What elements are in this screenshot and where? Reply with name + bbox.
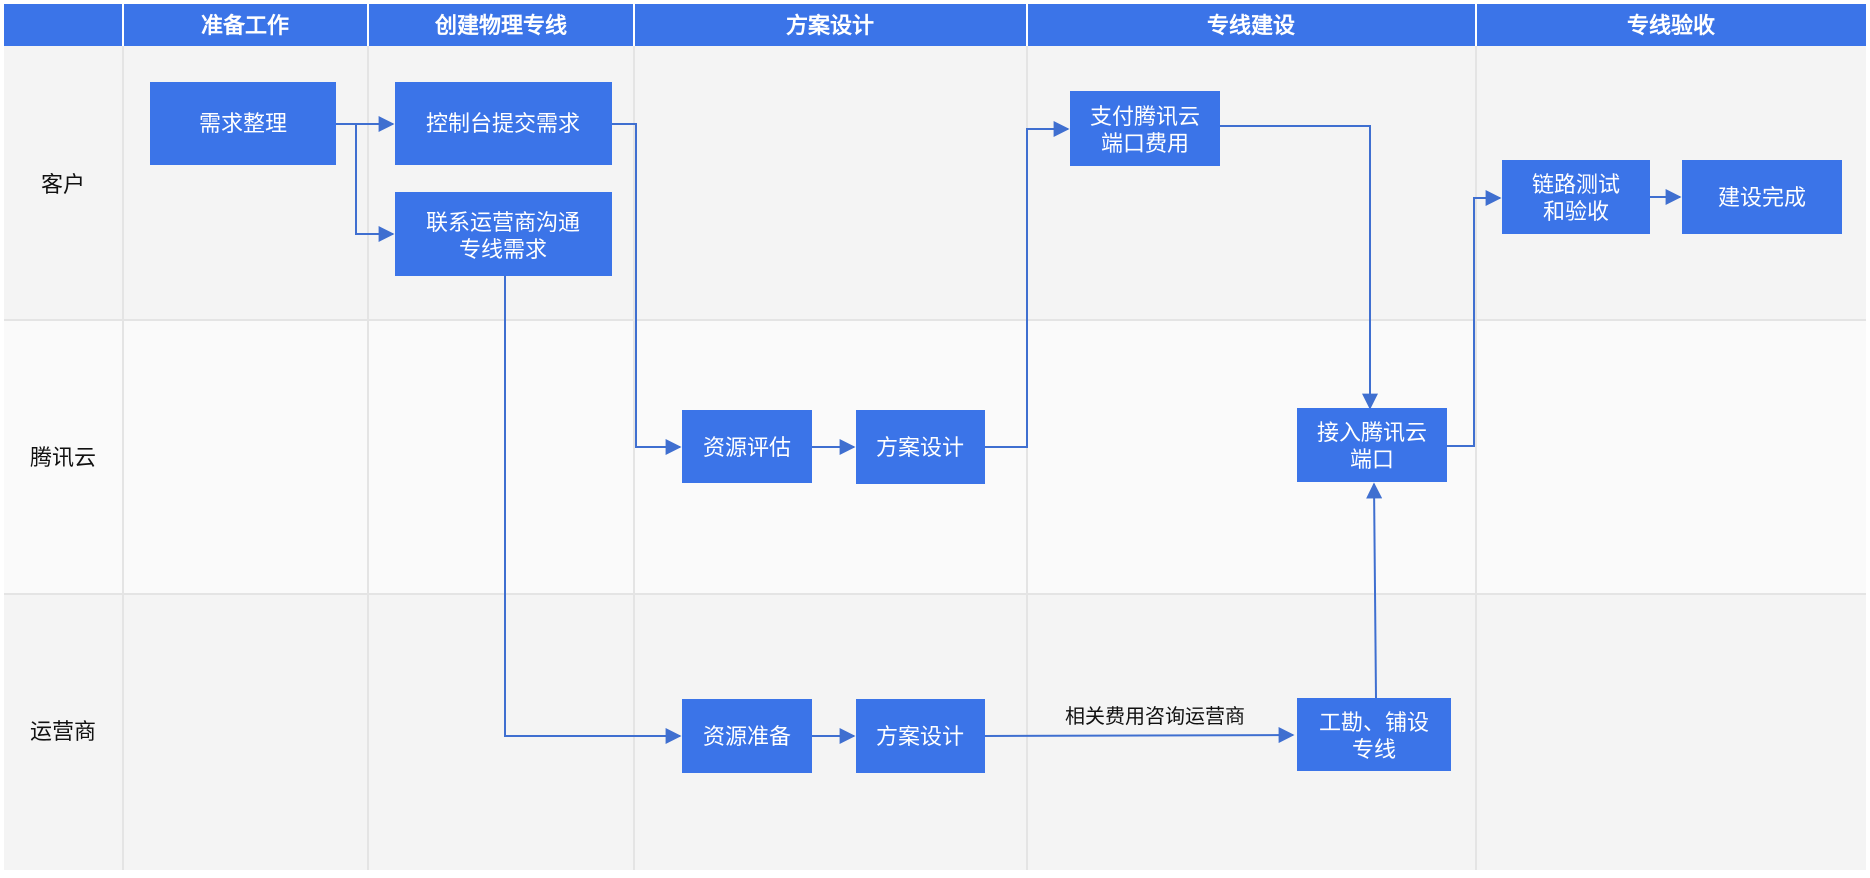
edge-n4-n9 <box>1220 125 1378 410</box>
edges: 相关费用咨询运营商 <box>336 116 1682 744</box>
edge-n3-n10 <box>504 276 682 744</box>
node-label: 方案设计 <box>876 436 964 461</box>
lane-label-carrier: 运营商 <box>30 720 96 745</box>
header-corner-cell <box>4 4 122 46</box>
node-label: 专线 <box>1352 738 1396 763</box>
node-label: 方案设计 <box>876 725 964 750</box>
node-solution-design-carrier: 方案设计 <box>856 699 985 773</box>
node-console-submit: 控制台提交需求 <box>395 82 612 165</box>
node-label: 资源准备 <box>703 725 791 750</box>
edge-n2-n7 <box>612 123 682 455</box>
edge-n9-n5 <box>1446 190 1502 447</box>
node-label: 工勘、铺设 <box>1319 711 1429 736</box>
column-header-cell <box>1028 4 1475 46</box>
node-label: 控制台提交需求 <box>426 112 580 137</box>
column-header-cell <box>124 4 367 46</box>
edge-n1-n3 <box>355 124 395 242</box>
node-pay-port-fee: 支付腾讯云 端口费用 <box>1070 91 1220 166</box>
node-survey-laying: 工勘、铺设 专线 <box>1297 698 1451 771</box>
node-label: 接入腾讯云 <box>1317 421 1427 446</box>
column-header-create-line: 创建物理专线 <box>434 13 567 39</box>
node-label: 联系运营商沟通 <box>426 211 580 236</box>
edge-label-fee-inquiry: 相关费用咨询运营商 <box>1065 704 1245 728</box>
node-label: 建设完成 <box>1718 186 1806 211</box>
column-header-cell <box>1477 4 1866 46</box>
lane-label-customer: 客户 <box>41 173 85 198</box>
node-solution-design-tencent: 方案设计 <box>856 410 985 484</box>
edge-n8-n4 <box>985 121 1070 448</box>
node-label: 专线需求 <box>459 238 547 263</box>
column-header-cell <box>369 4 633 46</box>
node-link-test: 链路测试 和验收 <box>1502 160 1650 234</box>
node-label: 链路测试 <box>1532 173 1620 198</box>
node-label: 需求整理 <box>199 112 287 137</box>
column-header-construction: 专线建设 <box>1207 13 1295 39</box>
node-label: 端口 <box>1350 448 1394 473</box>
edge-n12-n9 <box>1366 482 1383 699</box>
node-resource-prep: 资源准备 <box>682 699 812 773</box>
node-label: 支付腾讯云 <box>1090 105 1200 130</box>
node-label: 端口费用 <box>1101 132 1189 157</box>
column-header-prep: 准备工作 <box>201 13 289 39</box>
column-header-acceptance: 专线验收 <box>1627 13 1715 39</box>
header-row: 准备工作 创建物理专线 方案设计 专线建设 专线验收 <box>4 4 1866 46</box>
lane-label-tencent-cloud: 腾讯云 <box>30 446 96 471</box>
node-contact-carrier: 联系运营商沟通 专线需求 <box>395 192 612 276</box>
node-requirement-sorting: 需求整理 <box>150 82 336 165</box>
column-header-cell <box>635 4 1026 46</box>
node-label: 资源评估 <box>703 436 791 461</box>
node-connect-port: 接入腾讯云 端口 <box>1297 408 1447 482</box>
node-label: 和验收 <box>1543 200 1609 225</box>
node-resource-assessment: 资源评估 <box>682 410 812 483</box>
node-build-complete: 建设完成 <box>1682 160 1842 234</box>
edge-n11-n12 <box>984 727 1295 744</box>
column-header-design: 方案设计 <box>786 13 874 39</box>
